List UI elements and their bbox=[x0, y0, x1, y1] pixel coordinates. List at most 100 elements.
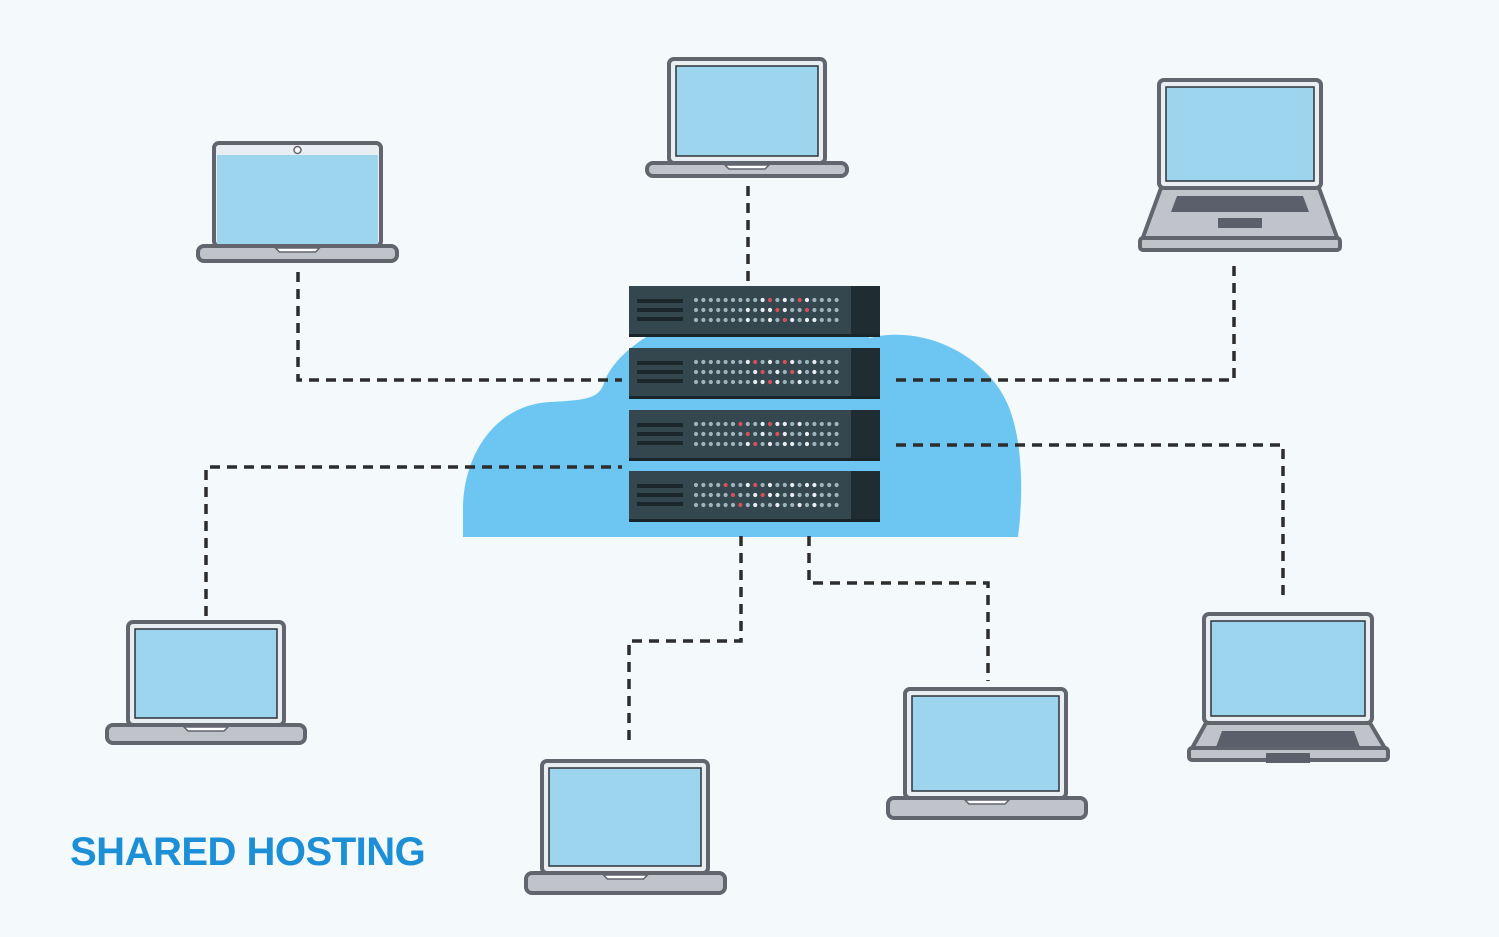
status-led bbox=[730, 317, 736, 323]
status-led bbox=[827, 359, 832, 365]
status-led bbox=[701, 379, 706, 385]
status-led bbox=[797, 359, 802, 365]
laptop-base bbox=[196, 244, 399, 263]
status-led bbox=[738, 297, 743, 303]
status-led bbox=[812, 369, 817, 375]
lid-notch bbox=[273, 247, 322, 253]
status-led-red bbox=[723, 482, 728, 488]
status-led bbox=[701, 369, 706, 375]
status-led bbox=[716, 492, 721, 498]
status-led bbox=[693, 317, 699, 323]
server-vent bbox=[637, 308, 683, 312]
status-led bbox=[693, 379, 699, 385]
status-led bbox=[723, 502, 728, 508]
status-led bbox=[745, 482, 750, 488]
status-led bbox=[819, 379, 824, 385]
status-led bbox=[693, 482, 699, 488]
server-vent bbox=[637, 493, 683, 497]
status-led-red bbox=[760, 492, 765, 498]
status-led bbox=[701, 492, 706, 498]
status-led bbox=[767, 482, 773, 488]
status-led-red bbox=[753, 441, 758, 447]
laptop-screen bbox=[548, 767, 702, 867]
status-led bbox=[797, 421, 802, 427]
status-led bbox=[738, 379, 743, 385]
status-led bbox=[693, 502, 699, 508]
status-led bbox=[701, 421, 706, 427]
webcam-icon bbox=[293, 145, 302, 155]
status-led bbox=[782, 379, 787, 385]
laptop-base bbox=[105, 723, 307, 745]
status-led bbox=[708, 297, 713, 303]
status-led bbox=[701, 441, 706, 447]
server-unit bbox=[629, 410, 880, 461]
status-led-red bbox=[775, 431, 780, 437]
status-led bbox=[723, 431, 728, 437]
laptop-screen bbox=[1165, 86, 1315, 182]
status-led-red bbox=[745, 431, 750, 437]
status-led bbox=[701, 297, 706, 303]
status-led bbox=[827, 502, 832, 508]
status-led bbox=[804, 431, 810, 437]
connection-line bbox=[807, 536, 990, 681]
status-led bbox=[760, 307, 765, 313]
status-led bbox=[819, 492, 824, 498]
status-led bbox=[804, 369, 810, 375]
server-side bbox=[851, 410, 880, 461]
status-led bbox=[723, 421, 728, 427]
lid-notch bbox=[963, 799, 1011, 805]
status-led-red bbox=[738, 421, 743, 427]
status-led bbox=[708, 317, 713, 323]
status-led bbox=[812, 421, 817, 427]
status-led bbox=[782, 307, 787, 313]
status-led bbox=[716, 307, 721, 313]
status-led bbox=[797, 317, 802, 323]
laptop-deck bbox=[1140, 186, 1340, 242]
status-led bbox=[775, 421, 780, 427]
status-led bbox=[767, 441, 773, 447]
status-led bbox=[716, 502, 721, 508]
status-led bbox=[730, 482, 736, 488]
laptop-icon bbox=[1187, 612, 1390, 763]
status-led bbox=[708, 441, 713, 447]
status-led bbox=[708, 369, 713, 375]
connection-lines bbox=[204, 186, 1285, 745]
laptop-screen bbox=[911, 695, 1060, 792]
status-led bbox=[812, 502, 817, 508]
status-led bbox=[767, 492, 773, 498]
status-led bbox=[812, 359, 817, 365]
status-led bbox=[767, 359, 773, 365]
laptop-base bbox=[886, 796, 1088, 820]
status-led bbox=[716, 379, 721, 385]
connection-line bbox=[627, 536, 743, 745]
server-vent bbox=[637, 370, 683, 374]
status-led bbox=[760, 431, 765, 437]
laptop-screen bbox=[217, 155, 378, 244]
status-led bbox=[804, 359, 810, 365]
status-led bbox=[723, 359, 728, 365]
status-led bbox=[760, 359, 765, 365]
server-vent bbox=[637, 484, 683, 488]
status-led bbox=[738, 482, 743, 488]
status-led bbox=[797, 482, 802, 488]
status-led bbox=[790, 307, 795, 313]
status-led bbox=[767, 502, 773, 508]
status-led bbox=[730, 359, 736, 365]
diagram-caption: SHARED HOSTING bbox=[70, 830, 426, 874]
status-led bbox=[827, 482, 832, 488]
status-led bbox=[760, 297, 765, 303]
status-led bbox=[812, 379, 817, 385]
status-led bbox=[812, 317, 817, 323]
status-led bbox=[819, 502, 824, 508]
status-led bbox=[790, 502, 795, 508]
status-led bbox=[775, 317, 780, 323]
status-led bbox=[723, 317, 728, 323]
status-led bbox=[834, 307, 839, 313]
server-vent bbox=[637, 317, 683, 321]
status-led bbox=[834, 317, 839, 323]
server-unit bbox=[629, 471, 880, 522]
status-led bbox=[738, 441, 743, 447]
server-side bbox=[851, 471, 880, 522]
status-led bbox=[804, 317, 810, 323]
